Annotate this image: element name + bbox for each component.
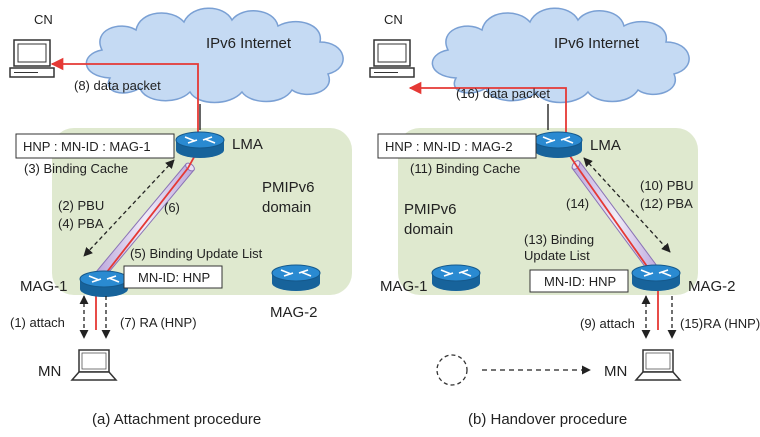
binding-cache-label-right: (11) Binding Cache: [410, 161, 520, 176]
attach-label: (1) attach: [10, 315, 65, 330]
mn-label: MN: [38, 363, 61, 380]
binding-cache-label: (3) Binding Cache: [24, 161, 128, 176]
attachment-panel: IPv6 Internet CN LMA MAG-1 MAG-2 HNP : M…: [9, 7, 352, 428]
lma-label-right: LMA: [590, 137, 621, 154]
binding-cache-entry: HNP : MN-ID : MAG-1: [23, 139, 151, 154]
mn-label-right: MN: [604, 363, 627, 380]
mn-laptop-icon: [71, 349, 117, 381]
mag1-router-icon-right: [431, 264, 481, 292]
pba-label-right: (12) PBA: [640, 196, 693, 211]
mag1-label-right: MAG-1: [380, 278, 428, 295]
pbu-pba-arrow: [83, 159, 175, 257]
pbu-label-right: (10) PBU: [640, 178, 693, 193]
ra-label: (7) RA (HNP): [120, 315, 197, 330]
data-packet-label-right: (16) data packet: [456, 86, 550, 101]
domain-label-line1: PMIPv6: [262, 179, 315, 196]
bul-entry-right: MN-ID: HNP: [544, 274, 616, 289]
pbu-pba-arrow-right: [583, 157, 671, 253]
tunnel-label-right: (14): [566, 196, 589, 211]
attach-label-right: (9) attach: [580, 316, 635, 331]
internet-label-right: IPv6 Internet: [554, 35, 640, 52]
bul-label: (5) Binding Update List: [130, 246, 263, 261]
cn-computer-icon-right: [369, 39, 415, 78]
cn-label-right: CN: [384, 12, 403, 27]
lma-label: LMA: [232, 136, 263, 153]
handover-panel: IPv6 Internet CN LMA MAG-1 MAG-2 HNP : M…: [369, 7, 760, 428]
lma-router-icon: [175, 131, 225, 159]
bul-label-line2-right: Update List: [524, 248, 590, 263]
mag2-label-right: MAG-2: [688, 278, 736, 295]
internet-label: IPv6 Internet: [206, 35, 292, 52]
domain-label-line2-right: domain: [404, 221, 453, 238]
domain-label-line2: domain: [262, 199, 311, 216]
caption-a: (a) Attachment procedure: [92, 411, 261, 428]
data-packet-label: (8) data packet: [74, 78, 161, 93]
bul-label-line1-right: (13) Binding: [524, 232, 594, 247]
caption-b: (b) Handover procedure: [468, 411, 627, 428]
mag1-router-icon: [79, 270, 129, 298]
mag1-label: MAG-1: [20, 278, 68, 295]
domain-label-line1-right: PMIPv6: [404, 201, 457, 218]
previous-mn-position: [436, 354, 468, 386]
cn-computer-icon: [9, 39, 55, 78]
pbu-label: (2) PBU: [58, 198, 104, 213]
cn-label: CN: [34, 12, 53, 27]
tunnel-label: (6): [164, 200, 180, 215]
mag2-router-icon-right: [631, 264, 681, 292]
lma-router-icon-right: [533, 131, 583, 159]
mn-laptop-icon-right: [635, 349, 681, 381]
bul-entry: MN-ID: HNP: [138, 270, 210, 285]
ra-label-right: (15)RA (HNP): [680, 316, 760, 331]
pba-label: (4) PBA: [58, 216, 104, 231]
mag2-router-icon: [271, 264, 321, 292]
mag2-label: MAG-2: [270, 304, 318, 321]
binding-cache-entry-right: HNP : MN-ID : MAG-2: [385, 139, 513, 154]
